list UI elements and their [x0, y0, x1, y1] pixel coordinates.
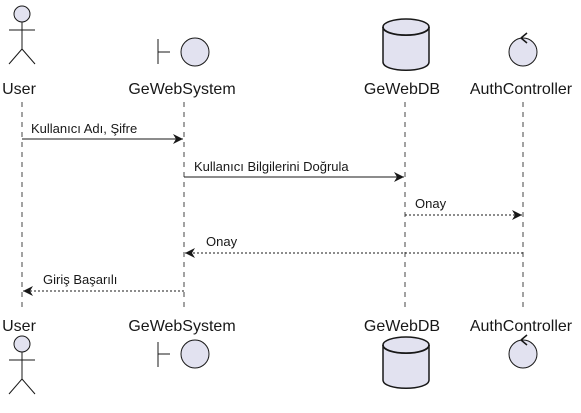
control-icon: [508, 334, 538, 369]
participant-label: User: [2, 81, 36, 98]
actor-icon: [8, 5, 36, 65]
message-4: Onay: [185, 234, 523, 258]
boundary-icon: [157, 37, 210, 67]
lifelines: [21, 102, 524, 311]
participant-label: AuthController: [470, 318, 573, 335]
message-label: Kullanıcı Bilgilerini Doğrula: [194, 159, 349, 174]
database-icon: [382, 18, 430, 71]
participant-authcontroller-top: AuthController: [470, 32, 573, 98]
participant-label: GeWebSystem: [128, 318, 235, 335]
boundary-icon: [157, 339, 210, 369]
actor-icon: [8, 335, 36, 395]
message-label: Onay: [415, 196, 447, 211]
participant-user-bottom: User: [2, 318, 37, 395]
participant-gewebsystem-top: GeWebSystem: [128, 37, 236, 98]
database-icon: [382, 336, 430, 389]
participant-label: GeWebDB: [364, 81, 440, 98]
message-2: Kullanıcı Bilgilerini Doğrula: [184, 159, 404, 182]
message-3: Onay: [405, 196, 522, 220]
participant-label: User: [2, 318, 36, 335]
participant-label: GeWebDB: [364, 318, 440, 335]
control-icon: [508, 32, 538, 67]
message-5: Giriş Başarılı: [23, 272, 184, 296]
participant-gewebsystem-bottom: GeWebSystem: [128, 318, 236, 369]
message-1: Kullanıcı Adı, Şifre: [22, 121, 183, 144]
participant-user-top: User: [2, 5, 37, 98]
participant-authcontroller-bottom: AuthController: [470, 318, 573, 369]
participant-gewebdb-bottom: GeWebDB: [364, 318, 440, 389]
participant-gewebdb-top: GeWebDB: [364, 18, 440, 98]
message-label: Onay: [206, 234, 238, 249]
message-label: Giriş Başarılı: [43, 272, 117, 287]
message-label: Kullanıcı Adı, Şifre: [31, 121, 137, 136]
participant-label: GeWebSystem: [128, 81, 235, 98]
participant-label: AuthController: [470, 81, 573, 98]
